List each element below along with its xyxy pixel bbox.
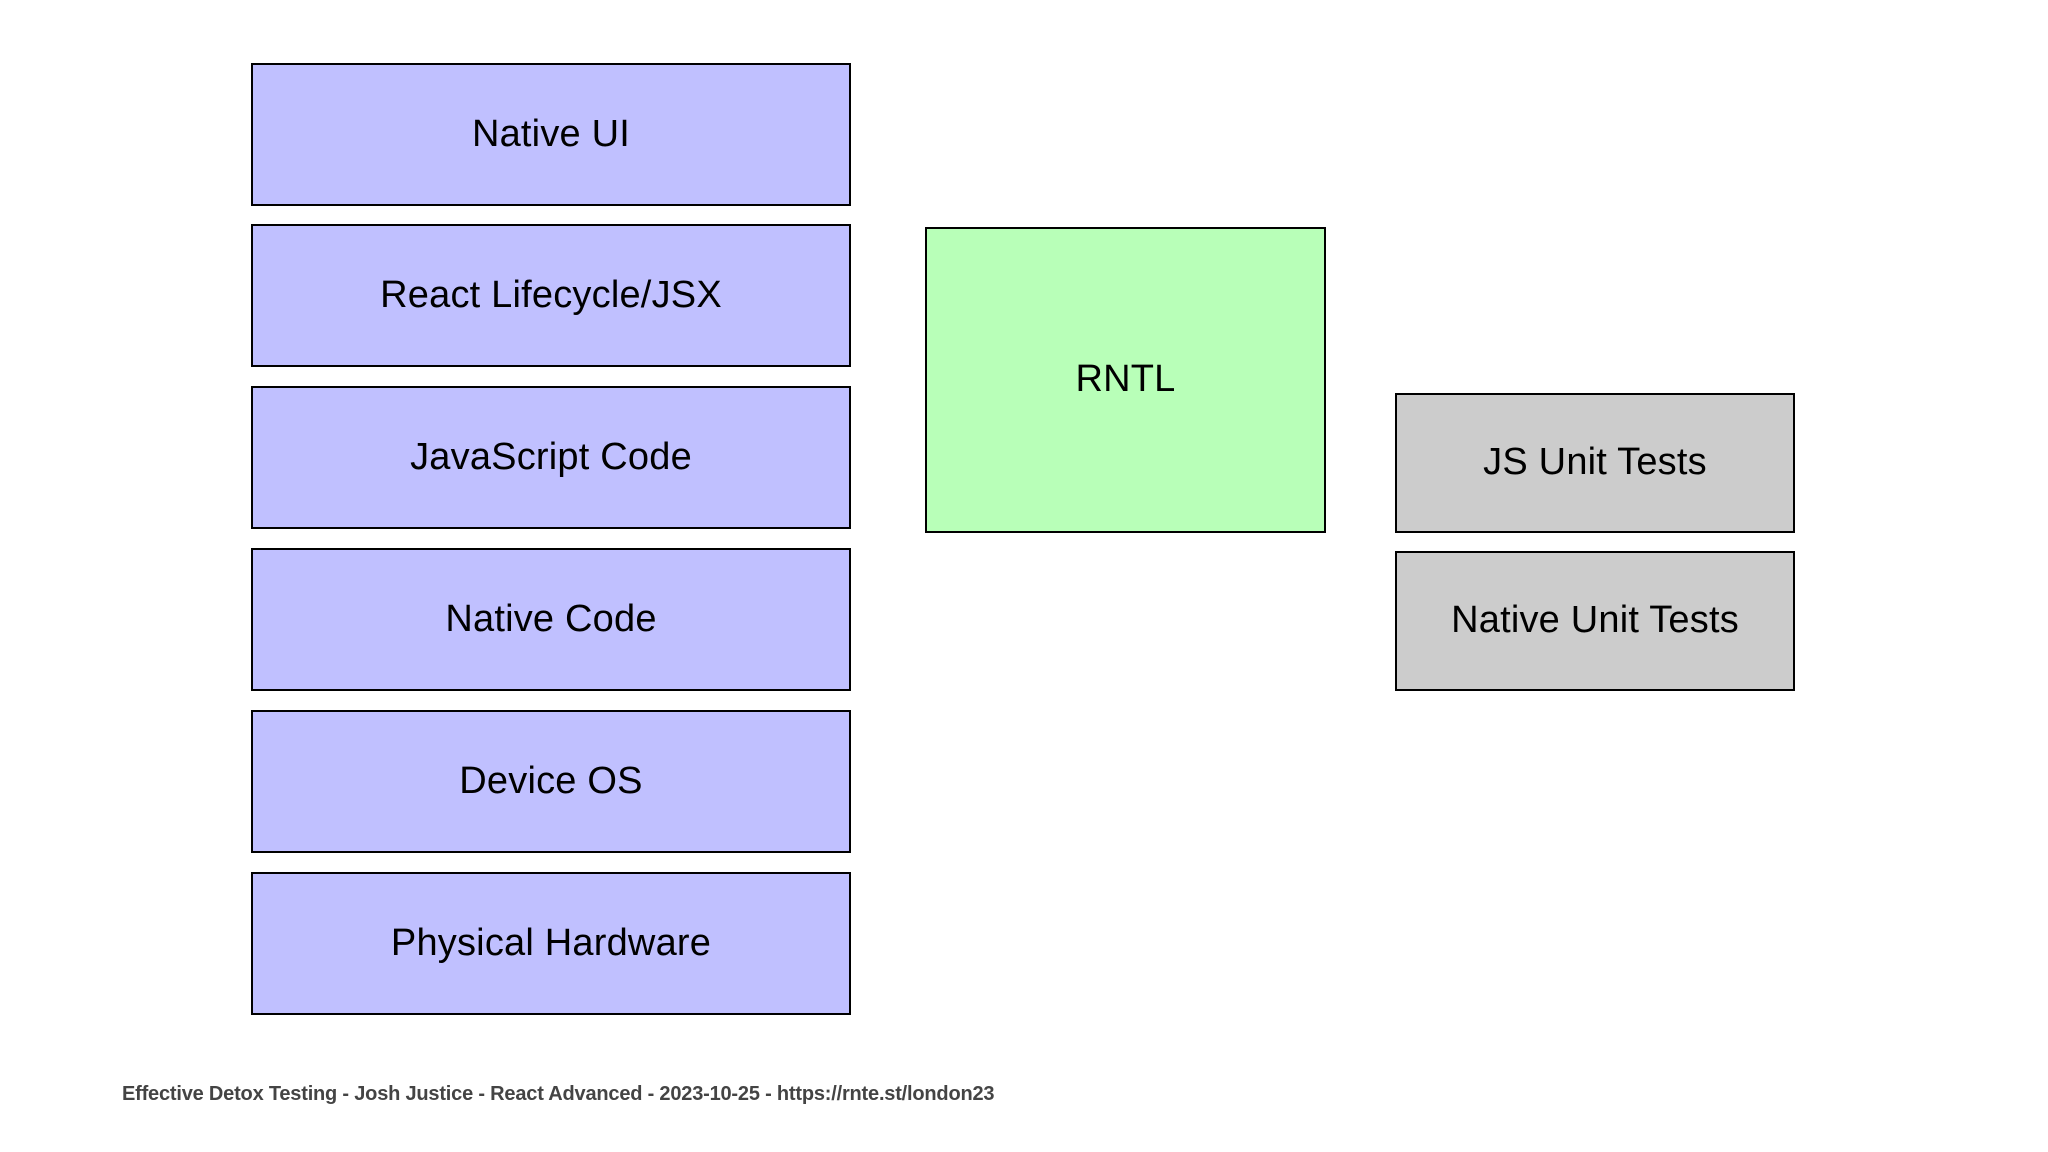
stack-box-native-ui-label: Native UI bbox=[471, 112, 631, 155]
stack-box-native-ui: Native UI bbox=[251, 63, 851, 206]
stack-box-react-lifecycle-jsx-label: React Lifecycle/JSX bbox=[380, 273, 722, 316]
stack-box-javascript-code: JavaScript Code bbox=[251, 386, 851, 529]
stack-box-react-lifecycle-jsx: React Lifecycle/JSX bbox=[251, 224, 851, 367]
stack-box-native-code: Native Code bbox=[251, 548, 851, 691]
unit-box-native-unit-tests-label: Native Unit Tests bbox=[1451, 599, 1739, 642]
slide-footer-credit: Effective Detox Testing - Josh Justice -… bbox=[122, 1083, 995, 1105]
stack-box-native-code-label: Native Code bbox=[445, 597, 657, 640]
stack-box-device-os-label: Device OS bbox=[459, 759, 643, 802]
stack-box-javascript-code-label: JavaScript Code bbox=[410, 435, 692, 478]
stack-box-device-os: Device OS bbox=[251, 710, 851, 853]
tool-box-rntl-label: RNTL bbox=[1075, 358, 1176, 401]
tool-box-rntl: RNTL bbox=[925, 227, 1326, 533]
unit-box-js-unit-tests: JS Unit Tests bbox=[1395, 393, 1795, 533]
stack-box-physical-hardware-label: Physical Hardware bbox=[390, 921, 712, 964]
unit-box-native-unit-tests: Native Unit Tests bbox=[1395, 551, 1795, 691]
unit-box-js-unit-tests-label: JS Unit Tests bbox=[1483, 441, 1707, 484]
stack-box-physical-hardware: Physical Hardware bbox=[251, 872, 851, 1015]
